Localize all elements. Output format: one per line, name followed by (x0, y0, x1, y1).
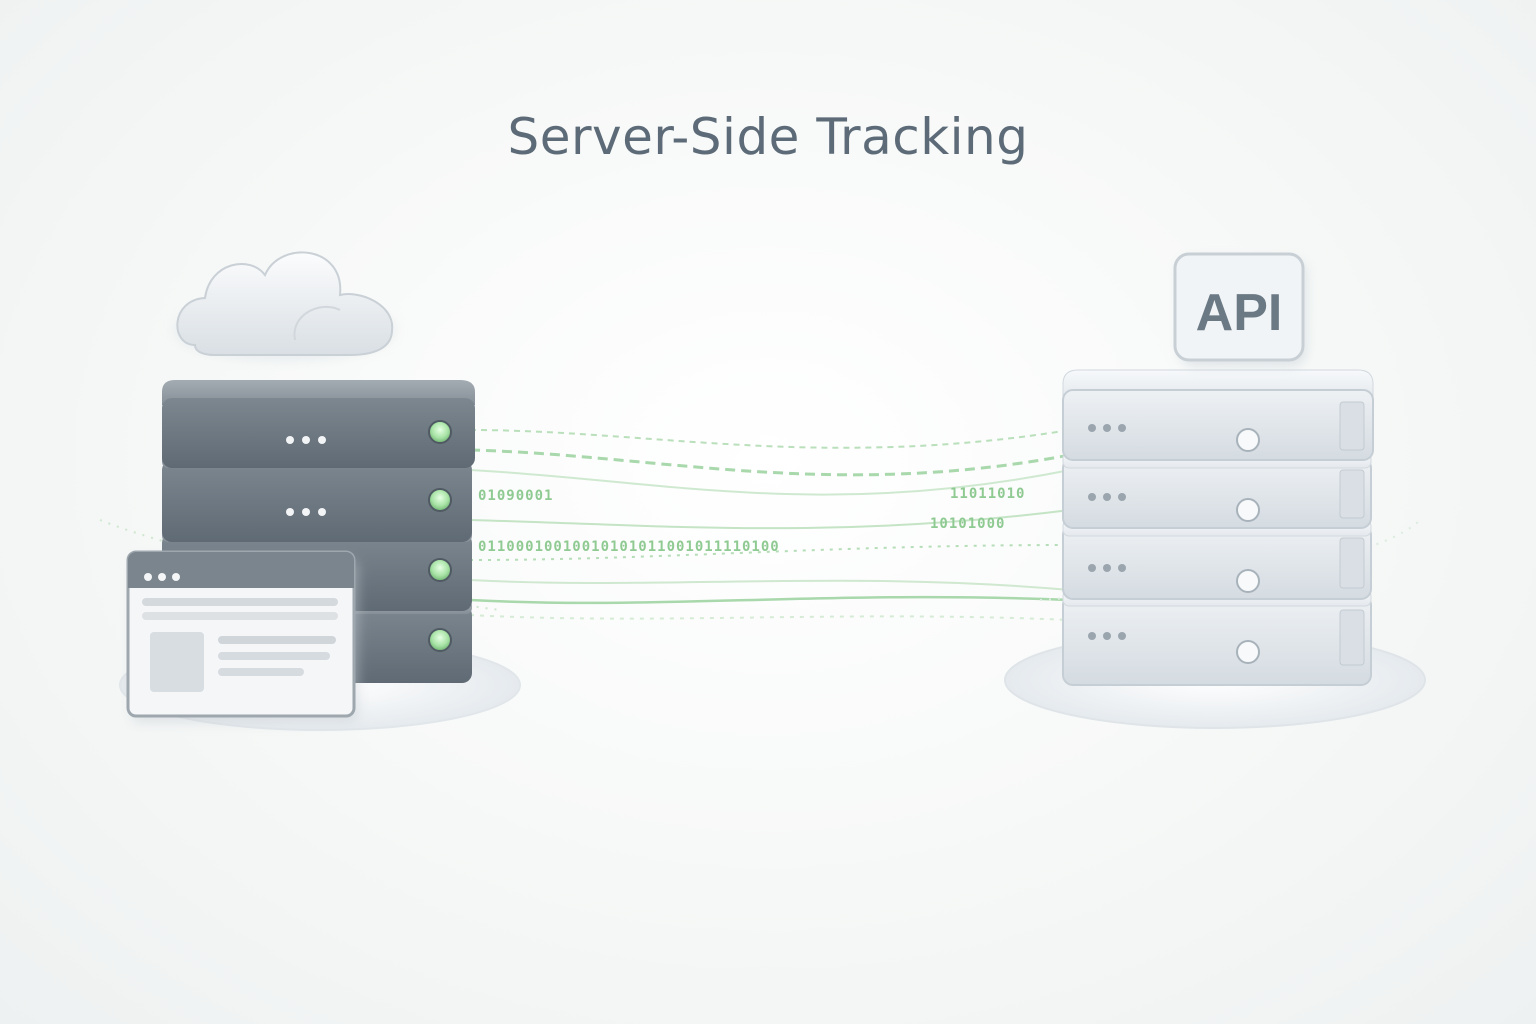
stream-middle-bits: 01100010010010101011001011110100 (478, 539, 780, 555)
stream-right-middle-bits: 10101000 (930, 516, 1005, 532)
right-server-unit-3 (1062, 519, 1372, 600)
status-led-icon (428, 558, 452, 582)
power-button-icon (1236, 428, 1260, 452)
status-led-icon (428, 488, 452, 512)
stream-right-upper-bits: 11011010 (950, 486, 1025, 502)
power-button-icon (1236, 498, 1260, 522)
api-label: API (1196, 284, 1283, 342)
right-server-unit-4 (1062, 589, 1372, 686)
left-server-unit-1 (162, 380, 475, 468)
right-server-unit-2 (1062, 451, 1372, 529)
data-stream (99, 429, 1421, 621)
stream-upper-bits: 01090001 (478, 488, 553, 504)
browser-window-icon (126, 550, 358, 722)
cloud-icon (175, 251, 395, 360)
status-led-icon (428, 420, 452, 444)
right-server-unit-1 (1062, 369, 1374, 461)
power-button-icon (1236, 640, 1260, 664)
right-server-stack (1062, 369, 1374, 686)
power-button-icon (1236, 569, 1260, 593)
api-badge-icon: API (1173, 252, 1306, 366)
diagram-title: Server-Side Tracking (507, 108, 1029, 166)
status-led-icon (428, 628, 452, 652)
